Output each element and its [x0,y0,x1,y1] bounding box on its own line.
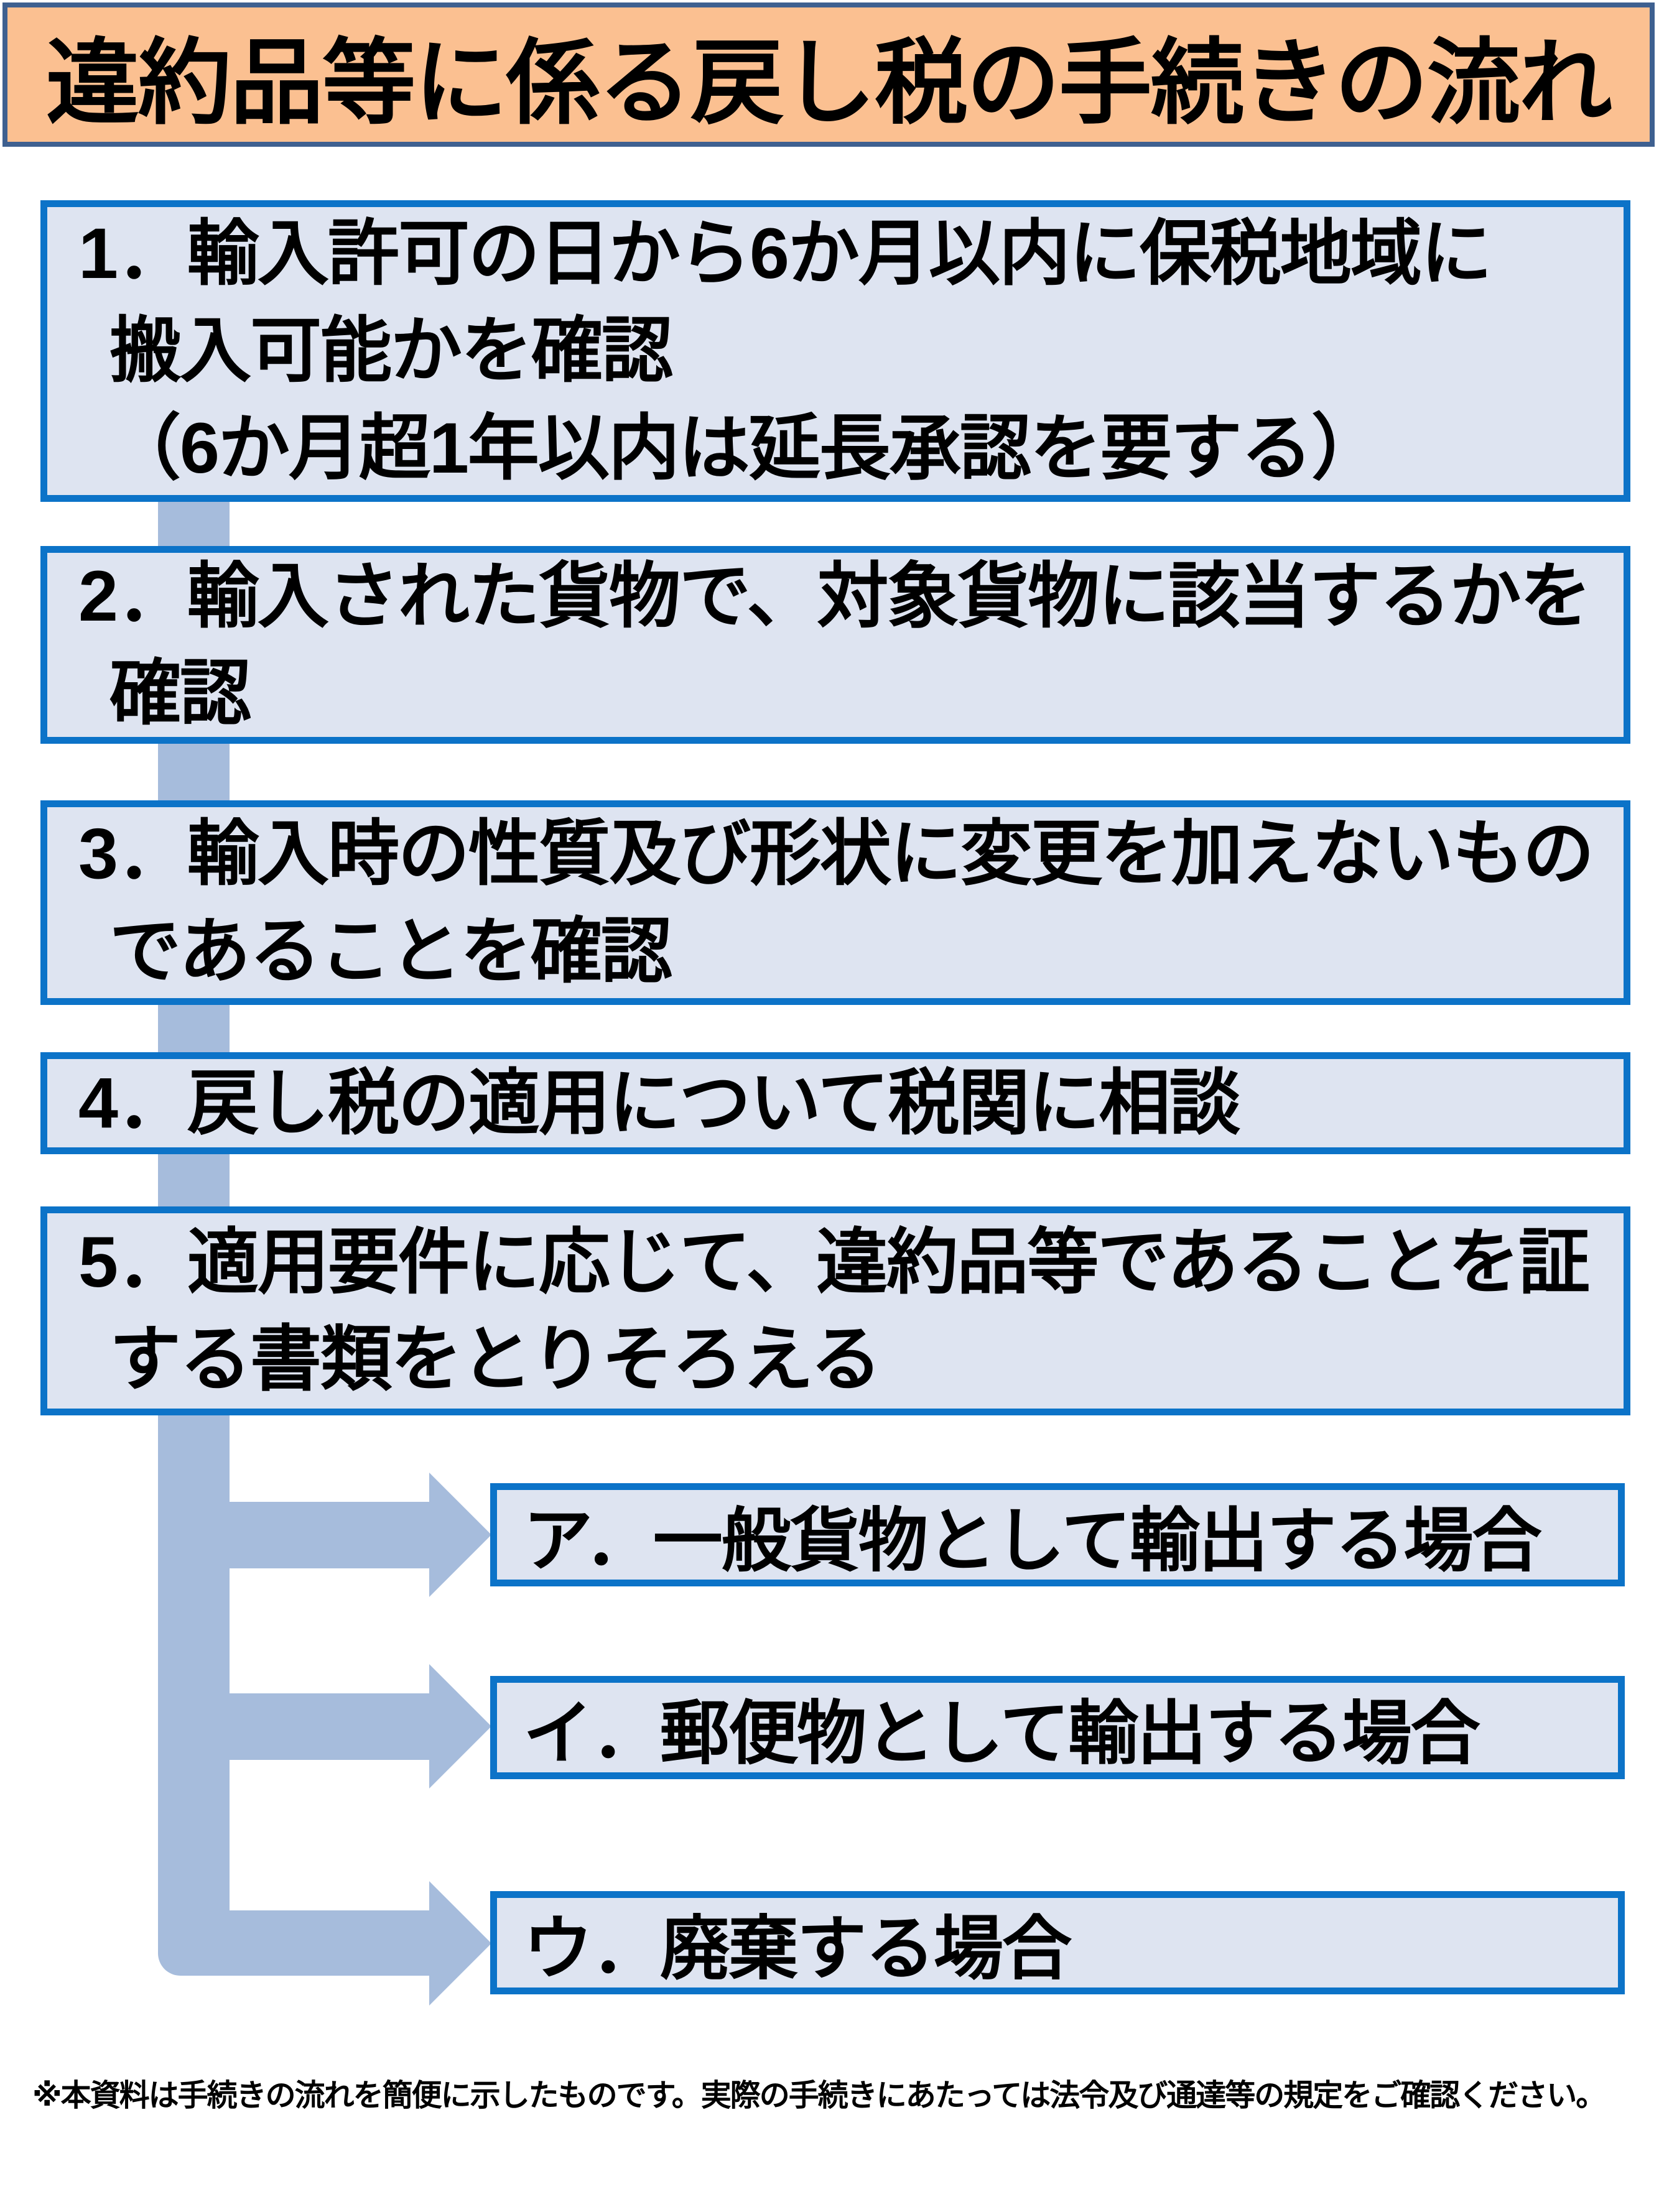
step-3-line-1: 3．輸入時の性質及び形状に変更を加えないもの [78,814,1594,894]
arrow-right-icon [429,1473,491,1597]
branch-label-postal-export: イ．郵便物として輸出する場合 [523,1695,1480,1772]
branch-label-disposal: ウ．廃棄する場合 [523,1910,1072,1988]
step-1-line-3: （6か月超1年以内は延長承認を要する） [109,408,1383,488]
arrow-u-body [180,1910,432,1976]
page-title: 違約品等に係る戻し税の手続きの流れ [45,30,1612,135]
step-2-line-2: 確認 [109,654,251,733]
branch-box-general-export: ア．一般貨物として輸出する場合 [490,1483,1625,1586]
step-5-box: 5．適用要件に応じて、違約品等であることを証 する書類をとりそろえる [40,1206,1630,1415]
branch-box-disposal: ウ．廃棄する場合 [490,1891,1625,1994]
arrow-right-icon [429,1664,491,1789]
step-5-line-2: する書類をとりそろえる [109,1320,882,1399]
step-4-line-1: 4．戻し税の適用について税関に相談 [78,1063,1241,1143]
step-2-box: 2．輸入された貨物で、対象貨物に該当するかを 確認 [40,546,1630,744]
step-3-line-2: であることを確認 [109,911,672,991]
arrow-i-body [224,1693,432,1760]
page-title-box: 違約品等に係る戻し税の手続きの流れ [2,2,1655,147]
footer-note: ※本資料は手続きの流れを簡便に示したものです。実際の手続きにあたっては法令及び通… [32,2079,1606,2113]
branch-box-postal-export: イ．郵便物として輸出する場合 [490,1676,1625,1779]
step-5-line-1: 5．適用要件に応じて、違約品等であることを証 [78,1222,1590,1302]
step-3-box: 3．輸入時の性質及び形状に変更を加えないもの であることを確認 [40,800,1630,1005]
branch-label-general-export: ア．一般貨物として輸出する場合 [523,1502,1541,1580]
arrow-a-body [224,1502,432,1568]
arrow-right-icon [429,1881,491,2006]
step-1-box: 1．輸入許可の日から6か月以内に保税地域に 搬入可能かを確認 （6か月超1年以内… [40,200,1630,502]
step-1-line-2: 搬入可能かを確認 [109,311,673,391]
step-4-box: 4．戻し税の適用について税関に相談 [40,1052,1630,1154]
step-1-line-1: 1．輸入許可の日から6か月以内に保税地域に [78,213,1492,294]
step-2-line-1: 2．輸入された貨物で、対象貨物に該当するかを [78,556,1591,636]
